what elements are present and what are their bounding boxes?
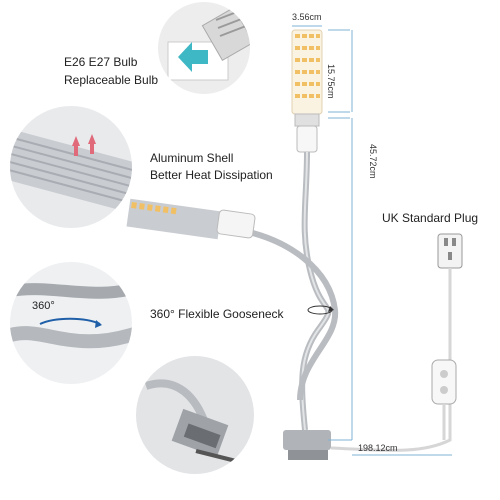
shell-label-line2: Better Heat Dissipation: [150, 168, 273, 182]
inline-switch-icon: [431, 359, 457, 440]
rotate-badge: 360°: [32, 300, 55, 312]
cable-length-dimension: 198.12cm: [358, 443, 398, 453]
clamp-detail: [136, 356, 254, 474]
bulb-label-line2: Replaceable Bulb: [64, 73, 159, 87]
aluminum-shell-detail: [10, 106, 132, 228]
bulb-width-dimension: 3.56cm: [292, 12, 322, 22]
aluminum-bulb-icon: [126, 198, 256, 240]
shell-label-line1: Aluminum Shell: [150, 151, 234, 165]
plug-label: UK Standard Plug: [382, 211, 479, 225]
led-bulb-icon: [291, 29, 323, 153]
neck-length-dimension: 45.72cm: [368, 144, 378, 179]
uk-plug-icon: [437, 233, 463, 360]
bulb-height-dimension: 15.75cm: [326, 64, 336, 99]
bulb-socket-detail: [158, 2, 250, 94]
gooseneck-label: 360° Flexible Gooseneck: [150, 307, 284, 321]
bulb-label-line1: E26 E27 Bulb: [64, 55, 138, 69]
gooseneck-detail: 360°: [10, 262, 132, 384]
